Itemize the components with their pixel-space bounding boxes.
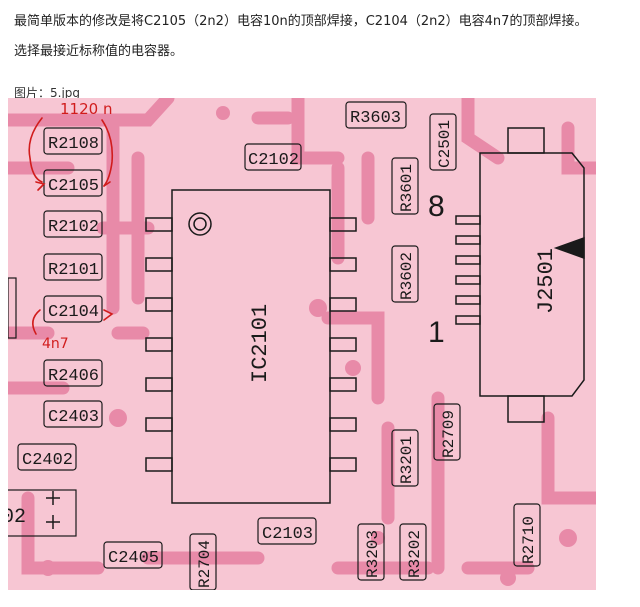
r3201-label: R3201 [398, 436, 416, 484]
ic-right-pins [329, 217, 357, 472]
pcb-traces [8, 98, 596, 575]
r2710-label: R2710 [520, 516, 538, 564]
r2108-label: R2108 [48, 135, 99, 154]
c2402-label: C2402 [22, 451, 73, 470]
r2101-label: R2101 [48, 261, 99, 280]
post-text-line-2: 选择最接近标称值的电容器。 [14, 44, 184, 59]
r3602-label: R3602 [398, 252, 416, 300]
c2103-label: C2103 [262, 525, 313, 544]
r3202-label: R3202 [406, 530, 424, 578]
pcb-pads [40, 106, 577, 586]
pin-1-marker: 1 [428, 316, 445, 349]
c2102-label: C2102 [248, 151, 299, 170]
c2104-label: C2104 [48, 303, 99, 322]
ic2101-chip [145, 189, 357, 504]
r2704-label: R2704 [196, 540, 214, 588]
ic-left-pins [145, 217, 173, 472]
left-partial-label: 02 [8, 506, 26, 529]
c2403-label: C2403 [48, 408, 99, 427]
note-4n7: 4n7 [42, 336, 69, 352]
c2501-label: C2501 [436, 120, 454, 168]
pcb-drawing: R2108 C2105 R2102 R2101 C2104 R2406 C240… [8, 98, 596, 590]
polarity-marks [46, 491, 60, 529]
part-outlines [8, 101, 541, 590]
r2102-label: R2102 [48, 218, 99, 237]
handwritten-annotations [28, 117, 114, 335]
c2105-label: C2105 [48, 177, 99, 196]
c2405-label: C2405 [108, 549, 159, 568]
r2406-label: R2406 [48, 367, 99, 386]
r3603-label: R3603 [350, 109, 401, 128]
image-caption: 图片：5.jpg [14, 86, 81, 100]
post-text-line-1: 最简单版本的修改是将C2105（2n2）电容10n的顶部焊接，C2104（2n2… [14, 14, 588, 29]
note-1120n: 1120 n [60, 100, 112, 118]
j2501-label: J2501 [534, 248, 559, 314]
r3601-label: R3601 [398, 164, 416, 212]
r3203-label: R3203 [364, 530, 382, 578]
j2501-connector [455, 127, 585, 423]
pin-8-marker: 8 [428, 190, 445, 223]
r2709-label: R2709 [440, 410, 458, 458]
ic2101-label: IC2101 [248, 304, 273, 383]
pcb-photo[interactable]: R2108 C2105 R2102 R2101 C2104 R2406 C240… [8, 98, 596, 590]
